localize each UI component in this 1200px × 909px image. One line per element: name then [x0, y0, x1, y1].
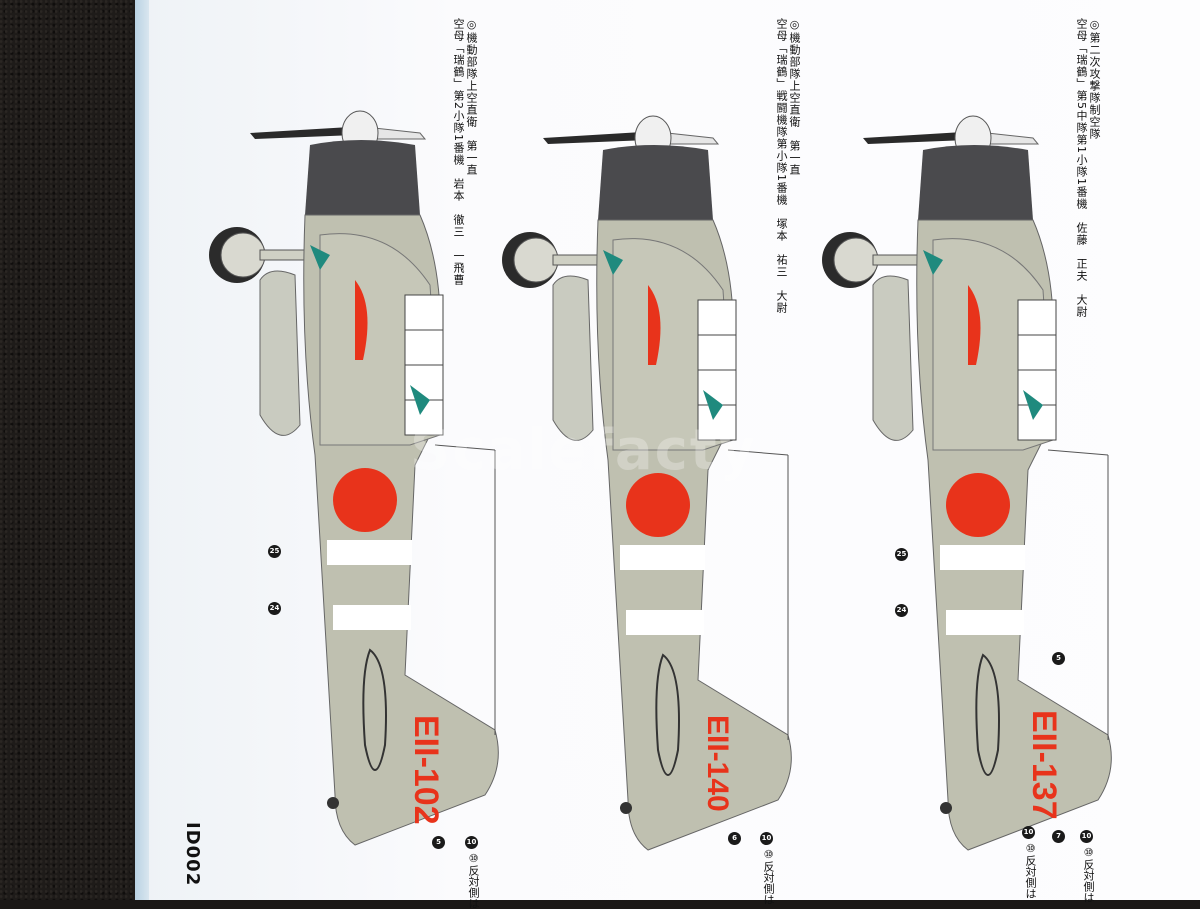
aircraft-profile-3: EII-137	[822, 115, 1112, 851]
caption-2-line2: 空母「瑞鶴」戦闘機隊第小隊1番機 塚本 祐三 大尉	[775, 18, 788, 314]
caption-3-line1: ◎第二次攻撃隊制空隊	[1088, 18, 1101, 140]
callout-10: 10	[1080, 830, 1093, 843]
caption-1-line1: ◎機動部隊上空直衛 第一直	[465, 18, 478, 176]
caption-profile-3: ◎第二次攻撃隊制空隊 空母「瑞鶴」第5中隊第1小隊1番機 佐藤 正夫 大尉	[1075, 18, 1101, 318]
reverse-note-2: ⑩反対側は	[762, 848, 775, 905]
callout-24: 24	[895, 604, 908, 617]
reverse-note-3b: ⑩反対側は	[1024, 842, 1037, 899]
callout-24: 24	[268, 602, 281, 615]
tail-code-1: EII-102	[407, 715, 445, 825]
tail-code-3: EII-137	[1025, 710, 1063, 820]
tail-code-2: EII-140	[701, 715, 734, 812]
caption-3-line2: 空母「瑞鶴」第5中隊第1小隊1番機 佐藤 正夫 大尉	[1075, 18, 1088, 318]
sheet-code: ID002	[182, 822, 203, 887]
reverse-note-1: ⑩反対側は	[467, 852, 480, 909]
callout-10: 10	[1022, 826, 1035, 839]
callout-25: 25	[895, 548, 908, 561]
watermark: Scalefacty	[410, 418, 758, 483]
callout-5: 5	[432, 836, 445, 849]
callout-25: 25	[268, 545, 281, 558]
callout-10: 10	[760, 832, 773, 845]
caption-1-line2: 空母「瑞鶴」第2小隊1番機 岩本 徹三 一飛曹	[452, 18, 465, 286]
aircraft-drawing	[209, 110, 499, 846]
caption-profile-2: ◎機動部隊上空直衛 第一直 空母「瑞鶴」戦闘機隊第小隊1番機 塚本 祐三 大尉	[775, 18, 801, 314]
callout-5: 5	[1052, 652, 1065, 665]
aircraft-profile-2: EII-140	[502, 115, 792, 851]
callout-7: 7	[1052, 830, 1065, 843]
aircraft-drawing	[502, 115, 792, 851]
sheet-edge-strip	[135, 0, 149, 900]
aircraft-profile-1: EII-102	[209, 110, 499, 846]
caption-profile-1: ◎機動部隊上空直衛 第一直 空母「瑞鶴」第2小隊1番機 岩本 徹三 一飛曹	[452, 18, 478, 286]
callout-6: 6	[728, 832, 741, 845]
aircraft-drawing	[822, 115, 1112, 851]
callout-10: 10	[465, 836, 478, 849]
carpet-background	[0, 0, 140, 900]
reverse-note-3: ⑩反対側は	[1082, 846, 1095, 903]
caption-2-line1: ◎機動部隊上空直衛 第一直	[788, 18, 801, 176]
